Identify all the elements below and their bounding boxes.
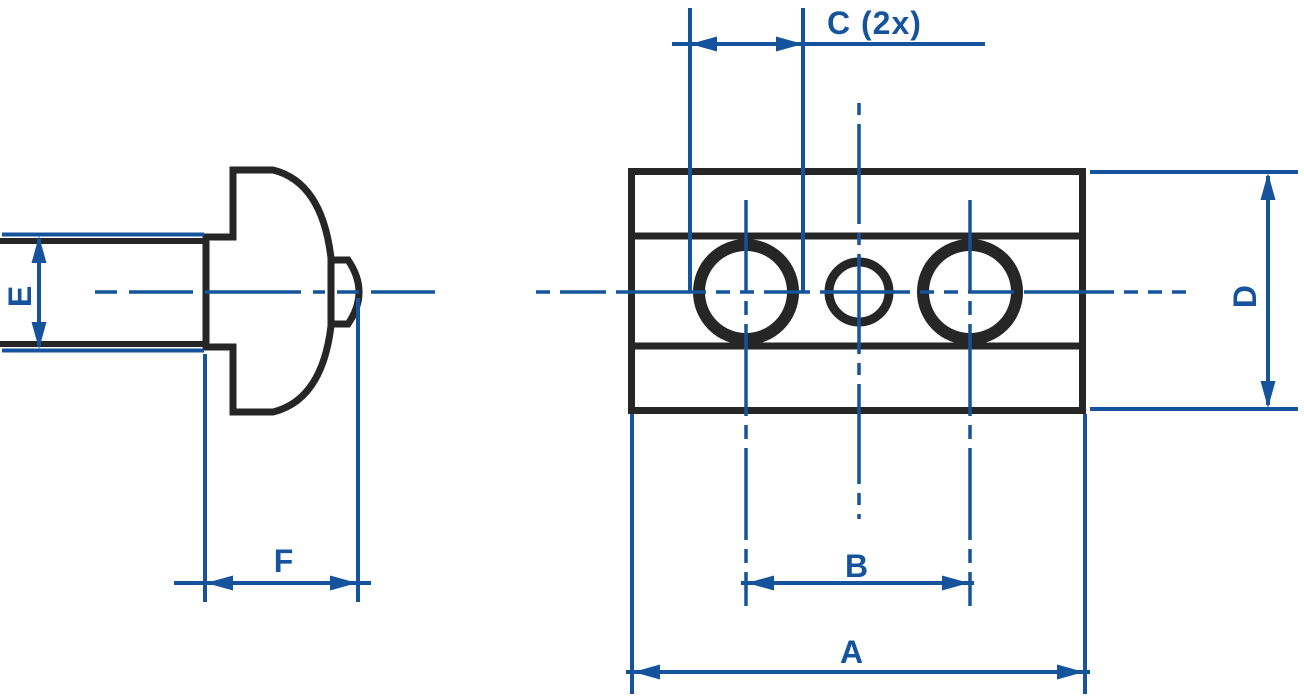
- dim-label-c: C (2x): [827, 5, 922, 41]
- dim-label-a: A: [840, 634, 864, 670]
- arrowhead-f-left: [206, 575, 233, 591]
- dimension-d: D: [1090, 170, 1298, 411]
- dimension-a: A: [626, 414, 1090, 694]
- side-view: [0, 166, 440, 416]
- arrowhead-f-right: [330, 575, 357, 591]
- dim-label-e: E: [2, 285, 38, 307]
- dim-label-b: B: [845, 548, 869, 584]
- arrowhead-c-left: [690, 36, 717, 52]
- arrowhead-c-right: [776, 36, 803, 52]
- dimension-c: C (2x): [672, 5, 985, 291]
- top-view: [536, 103, 1186, 606]
- arrowhead-e-up: [31, 236, 47, 263]
- arrowhead-d-down: [1260, 381, 1276, 408]
- arrowhead-b-right: [942, 575, 969, 591]
- dimension-b: B: [741, 548, 974, 591]
- arrowhead-e-down: [31, 322, 47, 349]
- arrowhead-a-left: [633, 664, 660, 680]
- dim-label-d: D: [1227, 284, 1263, 308]
- dimension-e: E: [2, 232, 204, 353]
- dimension-f: F: [174, 298, 371, 602]
- arrowhead-a-right: [1057, 664, 1084, 680]
- arrowhead-d-up: [1260, 173, 1276, 200]
- dim-label-f: F: [274, 543, 295, 579]
- arrowhead-b-left: [747, 575, 774, 591]
